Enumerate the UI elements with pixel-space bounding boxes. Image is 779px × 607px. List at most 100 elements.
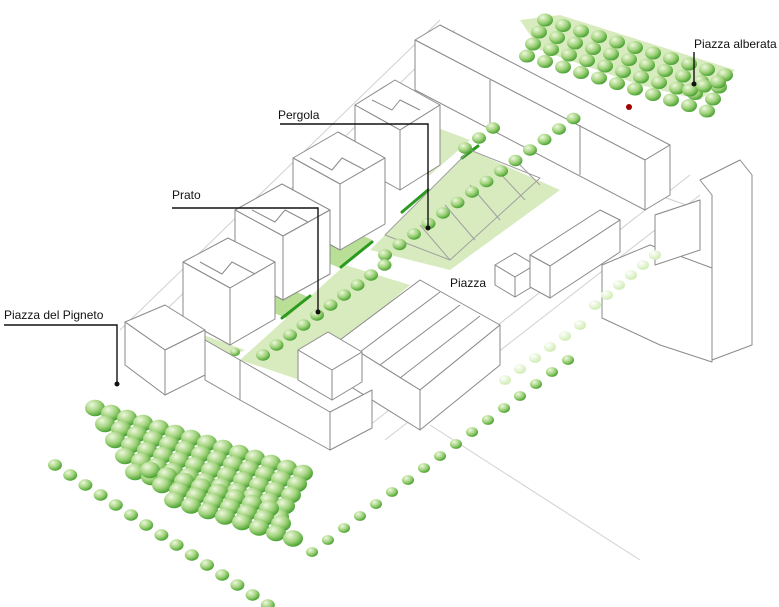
tree (139, 519, 154, 531)
tree (269, 339, 284, 351)
tree (508, 154, 523, 167)
tree (93, 489, 108, 501)
tree (115, 447, 135, 465)
trees (48, 13, 733, 607)
tree (710, 75, 726, 89)
tree (621, 52, 637, 67)
tree (555, 18, 571, 33)
tree (573, 65, 589, 80)
tree (530, 379, 542, 389)
tree (529, 353, 541, 363)
tree (181, 497, 201, 514)
tree (386, 487, 398, 497)
tree (657, 63, 673, 78)
tree (514, 364, 526, 374)
label-prato: Prato (172, 188, 201, 202)
tree (154, 529, 169, 541)
tree (681, 98, 697, 113)
leader-pergola (280, 123, 429, 228)
tree (537, 54, 553, 69)
point-marker (626, 104, 632, 110)
leader-lines (4, 52, 695, 384)
label-piazza: Piazza (450, 276, 486, 290)
tree (645, 46, 661, 60)
tree (525, 37, 541, 51)
lawn-pergola-strip (370, 150, 560, 270)
tree (164, 491, 184, 509)
tree (215, 569, 230, 581)
leader-piazza-del-pigneto (4, 324, 118, 384)
tree (337, 289, 351, 301)
tree (609, 76, 625, 91)
tree (418, 463, 430, 473)
tree (585, 41, 601, 56)
tree (184, 549, 199, 561)
tree (364, 269, 378, 281)
lawn-central (240, 265, 410, 380)
tree (169, 539, 184, 551)
tree (105, 431, 125, 449)
tree (627, 40, 643, 55)
tree (378, 249, 392, 261)
tree (198, 502, 218, 520)
tree (663, 93, 679, 107)
tree (531, 25, 547, 39)
tree (543, 42, 559, 57)
tree (562, 355, 574, 365)
tree (256, 349, 270, 361)
tree (322, 535, 334, 545)
tree (566, 112, 581, 125)
tree (574, 320, 586, 330)
tree (152, 476, 172, 494)
tree (549, 30, 565, 45)
tree (544, 342, 556, 352)
label-piazza-alberata: Piazza alberata (694, 37, 777, 51)
leader-prato (172, 207, 319, 312)
tree (124, 509, 138, 521)
tree (78, 479, 93, 491)
tree (649, 250, 661, 260)
tree (705, 92, 721, 106)
tree (591, 71, 607, 85)
tree (696, 79, 712, 93)
tree (613, 280, 625, 290)
tree (85, 399, 105, 417)
tree (663, 51, 679, 66)
tree (377, 259, 392, 271)
tree (283, 530, 303, 547)
buildings (124, 24, 753, 451)
tree (48, 459, 62, 471)
building-central (297, 331, 363, 401)
tree (140, 461, 160, 479)
tree (436, 207, 450, 219)
tree (230, 579, 245, 591)
tree (260, 599, 275, 607)
tree (681, 57, 697, 71)
tree (466, 427, 478, 437)
label-piazza-del-pigneto: Piazza del Pigneto (4, 308, 104, 322)
tree (354, 511, 366, 521)
tree (266, 524, 286, 542)
tree (283, 329, 297, 341)
tree (486, 122, 500, 134)
tree (434, 451, 446, 461)
tree (498, 403, 510, 413)
tree (615, 64, 631, 79)
tree (633, 70, 649, 84)
tree (494, 165, 508, 177)
tree (230, 347, 240, 357)
tree (402, 475, 414, 485)
tree (450, 439, 462, 449)
building-west (124, 304, 373, 451)
tree (472, 132, 486, 144)
building-east-row (529, 209, 621, 299)
tree (561, 48, 577, 62)
tree (537, 133, 552, 146)
tree (514, 391, 526, 401)
tree (589, 300, 601, 310)
tree (699, 104, 715, 118)
building-kiosk (494, 252, 536, 298)
tree (699, 62, 715, 77)
tree (245, 589, 260, 601)
